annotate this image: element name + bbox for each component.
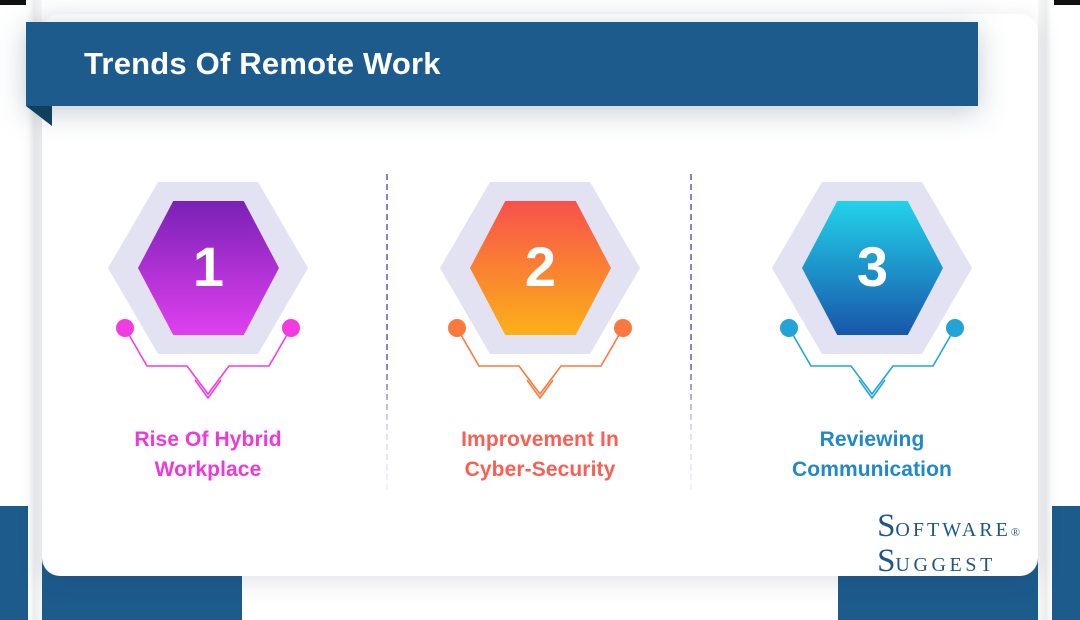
step-label-3-line1: Reviewing [819,428,925,451]
top-left-crop-mark [0,0,26,5]
step-label-3: Reviewing Communication [792,425,952,485]
step-number-1: 1 [192,235,225,298]
step-label-1-line2: Workplace [154,458,262,482]
logo-line-2: S UGGEST [877,545,1020,578]
step-hexagon-1: 1 [103,170,313,405]
page-title: Trends Of Remote Work [84,46,441,81]
step-label-2: Improvement In Cyber-Security [461,425,619,485]
step-card-3[interactable]: 3 Reviewing Communication [706,170,1038,510]
step-label-3-line2: Communication [792,458,952,482]
logo-line-1: S OFTWARE ® [877,510,1020,543]
divider-2 [690,174,692,490]
step-label-2-line1: Improvement In [461,428,619,451]
connector-3 [780,319,964,400]
step-label-2-line2: Cyber-Security [464,458,616,482]
left-edge-strip [28,0,42,620]
step-hexagon-3: 3 [767,170,977,405]
logo-line2-rest: UGGEST [895,554,996,576]
brand-logo[interactable]: S OFTWARE ® S UGGEST [877,510,1020,578]
step-hexagon-2: 2 [435,170,645,405]
step-label-1-line1: Rise Of Hybrid [134,428,282,451]
logo-line2-capital: S [877,543,896,579]
connector-1 [116,319,300,400]
right-edge-strip [1038,0,1052,620]
step-card-1[interactable]: 1 Rise Of Hybrid Workplace [42,170,374,510]
logo-line1-rest: OFTWARE [895,519,1011,541]
step-card-2[interactable]: 2 Improvement In Cyber-Security [374,170,706,510]
step-number-3: 3 [856,235,889,298]
ribbon-shape [26,22,978,106]
bottom-band-notch [242,574,838,620]
registered-icon: ® [1010,525,1020,539]
connector-2 [448,319,632,400]
steps-row: 1 Rise Of Hybrid Workplace 2 [42,170,1038,510]
step-label-1: Rise Of Hybrid Workplace [134,425,281,485]
divider-1 [386,174,388,490]
step-number-2: 2 [524,235,557,298]
title-ribbon: Trends Of Remote Work [26,22,978,106]
top-right-crop-mark [1054,0,1080,5]
logo-line1-capital: S [877,508,896,544]
